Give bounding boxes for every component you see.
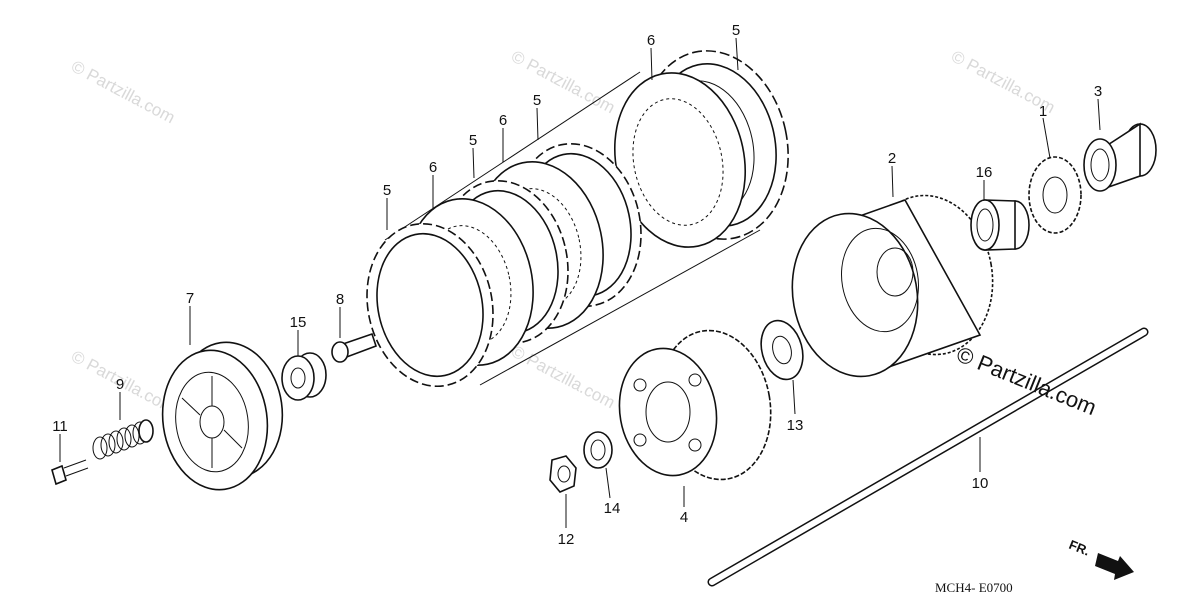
callout-14: 14: [604, 500, 621, 517]
lifter-piece: [331, 332, 378, 363]
diagram-code: MCH4- E0700: [935, 580, 1013, 595]
callout-7: 7: [186, 290, 194, 307]
pressure-plate: [161, 341, 284, 491]
callout-15: 15: [290, 314, 307, 331]
plate-stack: [366, 50, 789, 388]
callout-6: 6: [499, 112, 507, 129]
callout-12: 12: [558, 531, 575, 548]
watermark: © Partzilla.com: [508, 47, 618, 118]
callout-6: 6: [429, 159, 437, 176]
callout-5: 5: [383, 182, 391, 199]
callout-4: 4: [680, 509, 688, 526]
callout-3: 3: [1094, 83, 1102, 100]
callout-5: 5: [469, 132, 477, 149]
leader-lines: [59, 37, 1101, 528]
thrust-washer: [760, 319, 804, 381]
stack-envelope-line: [479, 229, 761, 386]
steel-plate-rear: [613, 72, 747, 248]
needle-bearing: [970, 199, 1030, 251]
callout-8: 8: [336, 291, 344, 308]
sprocket-gear: [1028, 156, 1082, 234]
callout-11: 11: [52, 418, 68, 435]
callouts: 1 2 3 4 5 5 5 5 6 6 6 7 8 9 10 11 12 13 …: [52, 22, 1102, 548]
friction-disk-front: [366, 222, 494, 388]
callout-9: 9: [116, 376, 124, 393]
callout-5: 5: [732, 22, 740, 39]
lifter-rod: [707, 327, 1149, 587]
clutch-spring: [92, 419, 154, 460]
lock-nut: [549, 455, 577, 493]
flange-bolt: [51, 459, 89, 486]
callout-5: 5: [533, 92, 541, 109]
callout-6: 6: [647, 32, 655, 49]
callout-1: 1: [1039, 103, 1047, 120]
stack-envelope-line: [384, 71, 641, 241]
callout-10: 10: [972, 475, 989, 492]
watermark: © Partzilla.com: [508, 342, 618, 413]
callout-2: 2: [888, 150, 896, 167]
lock-washer: [583, 431, 613, 469]
front-label: FR.: [1067, 537, 1092, 559]
front-direction-marker: FR.: [1067, 537, 1134, 580]
callout-16: 16: [976, 164, 993, 181]
callout-13: 13: [787, 417, 804, 434]
partzilla-watermark: © Partzilla.com: [953, 341, 1100, 420]
watermark: © Partzilla.com: [68, 57, 178, 128]
ball-bearing: [281, 352, 327, 401]
clutch-outer-basket: [791, 194, 994, 378]
clutch-center-hub: [618, 329, 772, 481]
arrow-right-icon: [1095, 553, 1134, 580]
collar: [1083, 122, 1157, 192]
